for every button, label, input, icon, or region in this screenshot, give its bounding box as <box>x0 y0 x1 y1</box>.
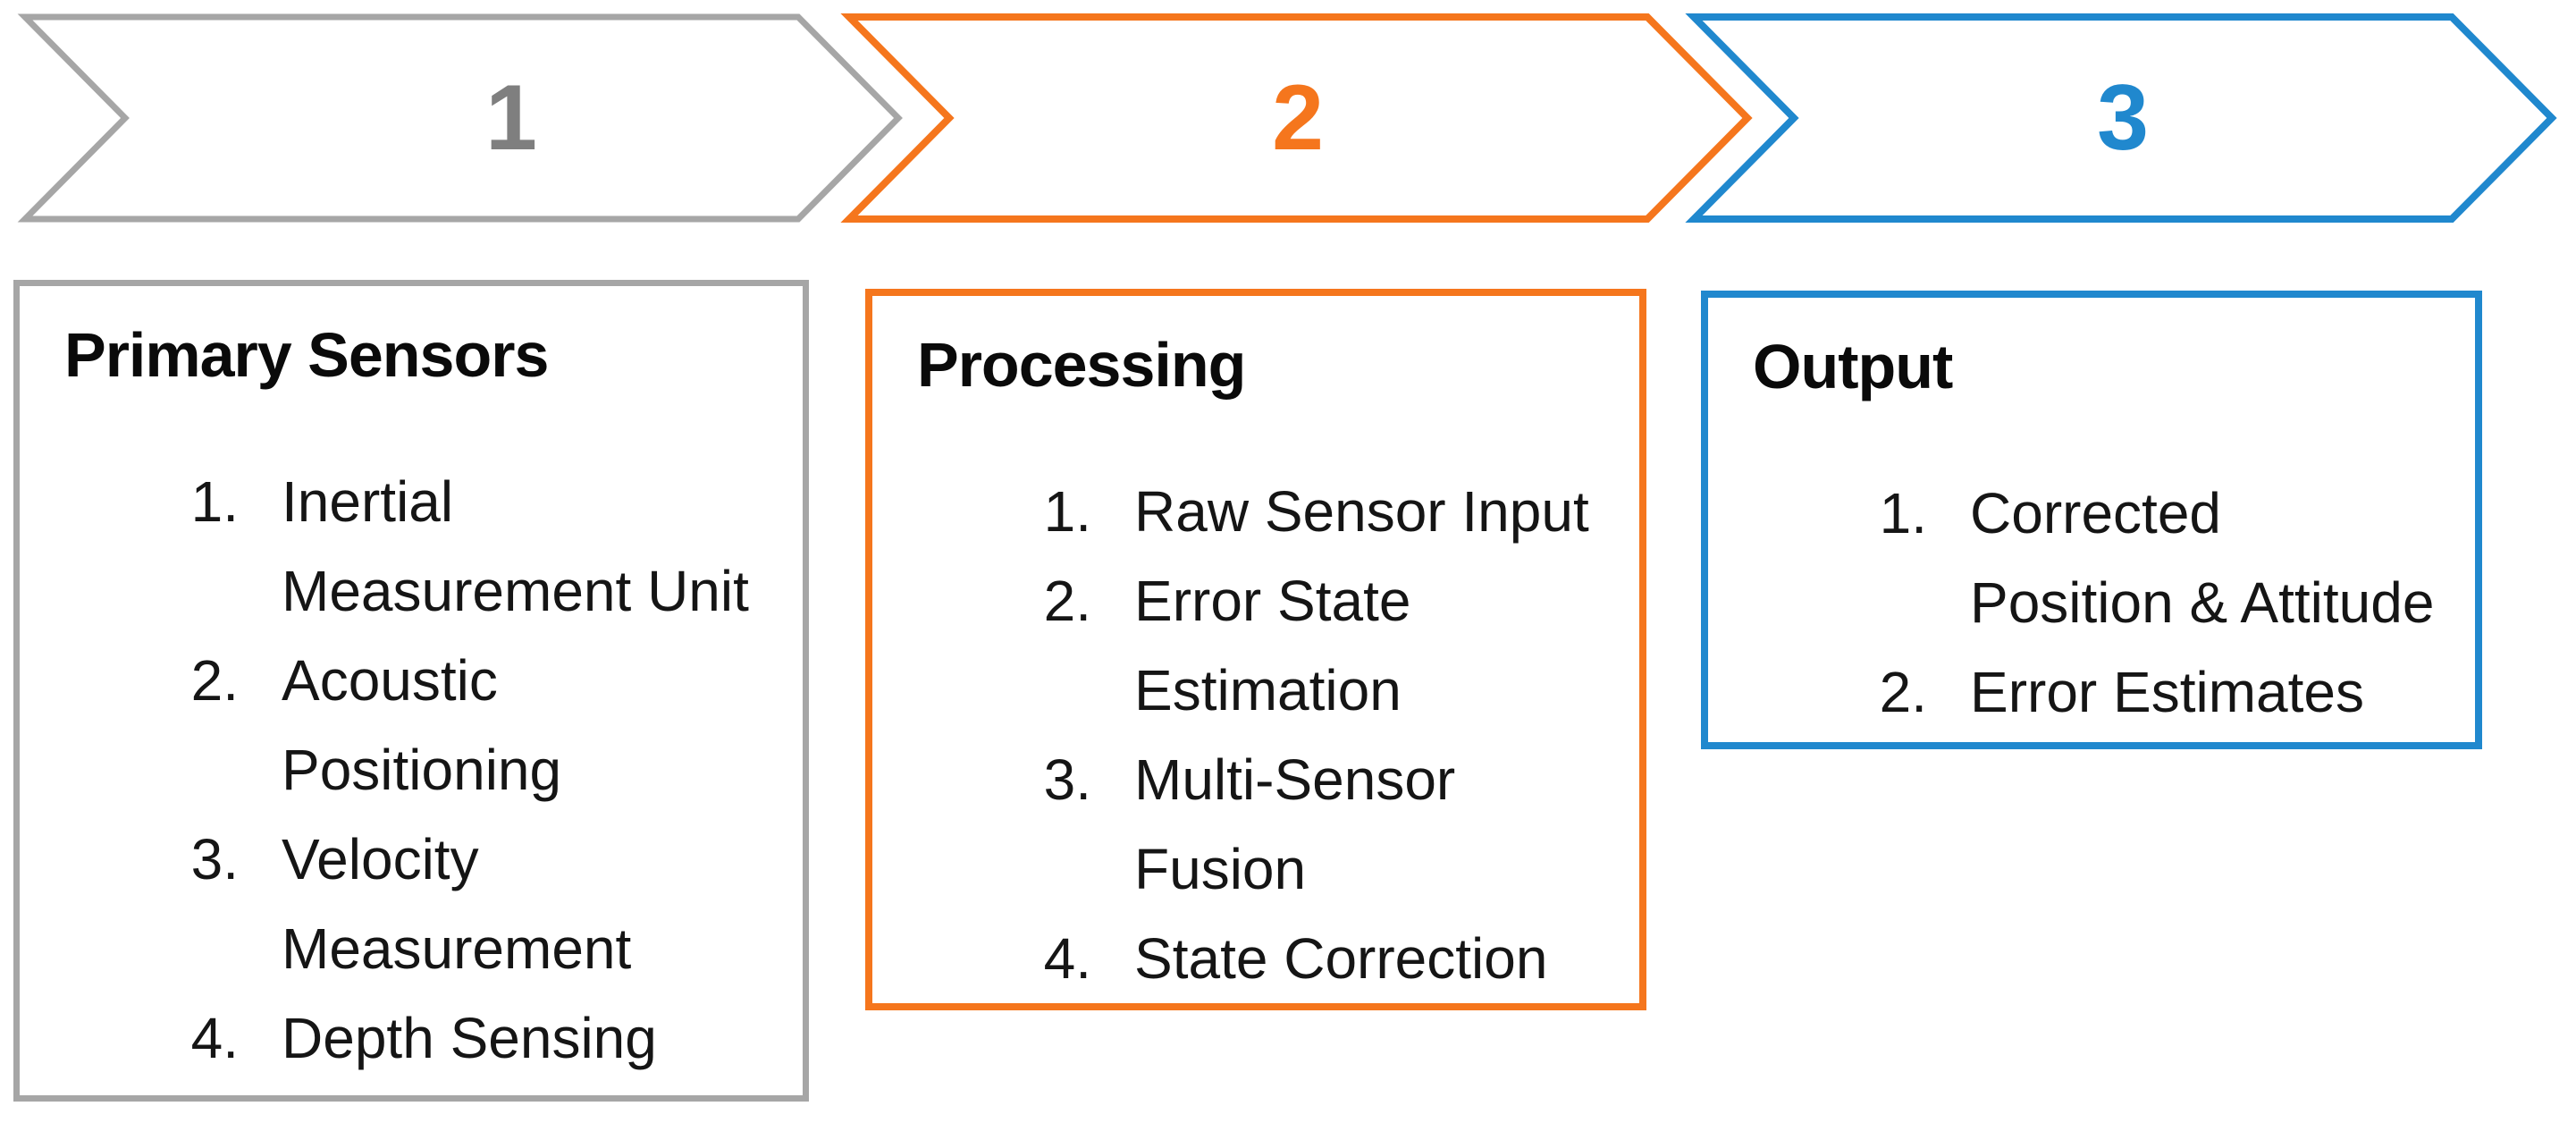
chevron-step-1: 1 <box>17 13 903 223</box>
list-item-number: 1. <box>1879 481 1927 545</box>
list-item: 2. Acoustic <box>64 636 776 725</box>
chevron-step-3: 3 <box>1685 13 2557 223</box>
step-number-3: 3 <box>2097 66 2149 170</box>
box-title-processing: Processing <box>917 330 1246 400</box>
list-item-line: Error Estimates <box>1970 660 2364 724</box>
list-item-line: Measurement <box>282 916 632 981</box>
list-item-number: 2. <box>1043 569 1091 633</box>
chevron-shape-3 <box>1685 13 2557 223</box>
list-item-number: 1. <box>1043 479 1091 544</box>
step-number-1: 1 <box>485 66 537 170</box>
list-item: 2. Error State <box>917 556 1612 646</box>
list-item-line: Fusion <box>1134 837 1307 901</box>
list-item-continuation: Positioning <box>64 725 776 815</box>
chevron-step-2: 2 <box>840 13 1753 223</box>
list-item: 4. Depth Sensing <box>64 993 776 1083</box>
list-item-line: Corrected <box>1970 481 2221 545</box>
list-item-number-spacer <box>1838 558 1927 647</box>
list-item: 2. Error Estimates <box>1753 647 2448 737</box>
list-item-line: Positioning <box>282 738 562 802</box>
list-item: 4. State Correction <box>917 914 1612 1003</box>
list-item-number: 4. <box>190 1006 239 1070</box>
list-item-number: 3. <box>190 827 239 891</box>
list-item: 3. Multi-Sensor <box>917 735 1612 824</box>
list-item-line: Depth Sensing <box>282 1006 657 1070</box>
list-item: 3. Velocity <box>64 815 776 904</box>
chevron-shape-2 <box>840 13 1753 223</box>
list-item-continuation: Position & Attitude <box>1753 558 2448 647</box>
processing-box: Processing 1. Raw Sensor Input 2. Error … <box>865 289 1646 1010</box>
processing-list: 1. Raw Sensor Input 2. Error State Estim… <box>917 467 1612 1003</box>
list-item-number: 4. <box>1043 926 1091 991</box>
list-item-number: 3. <box>1043 747 1091 812</box>
list-item-continuation: Measurement Unit <box>64 546 776 636</box>
list-item-number: 2. <box>190 648 239 713</box>
list-item-line: Inertial <box>282 469 454 534</box>
list-item: 1. Corrected <box>1753 469 2448 558</box>
list-item-line: Estimation <box>1134 658 1402 722</box>
step-number-2: 2 <box>1272 66 1324 170</box>
output-box: Output 1. Corrected Position & Attitude … <box>1701 291 2482 749</box>
list-item-number: 2. <box>1879 660 1927 724</box>
list-item-line: Raw Sensor Input <box>1134 479 1589 544</box>
list-item-continuation: Measurement <box>64 904 776 993</box>
list-item: 1. Raw Sensor Input <box>917 467 1612 556</box>
list-item-number-spacer <box>149 546 239 636</box>
step-chevron-arrows: 1 2 3 <box>17 13 2557 223</box>
list-item-line: Acoustic <box>282 648 498 713</box>
box-title-primary-sensors: Primary Sensors <box>64 320 549 390</box>
list-item-line: Measurement Unit <box>282 559 749 623</box>
list-item-continuation: Estimation <box>917 646 1612 735</box>
list-item-line: Error State <box>1134 569 1411 633</box>
list-item-number-spacer <box>149 725 239 815</box>
chevron-shape-1 <box>17 13 903 223</box>
list-item-number-spacer <box>149 904 239 993</box>
list-item: 1. Inertial <box>64 457 776 546</box>
list-item-line: Multi-Sensor <box>1134 747 1456 812</box>
list-item-number: 1. <box>190 469 239 534</box>
list-item-number-spacer <box>1002 824 1091 914</box>
primary-sensors-list: 1. Inertial Measurement Unit 2. Acoustic… <box>64 457 776 1083</box>
list-item-continuation: Fusion <box>917 824 1612 914</box>
list-item-number-spacer <box>1002 646 1091 735</box>
output-list: 1. Corrected Position & Attitude 2. Erro… <box>1753 469 2448 737</box>
box-title-output: Output <box>1753 332 1953 401</box>
list-item-line: Position & Attitude <box>1970 570 2435 635</box>
list-item-line: Velocity <box>282 827 479 891</box>
list-item-line: State Correction <box>1134 926 1548 991</box>
primary-sensors-box: Primary Sensors 1. Inertial Measurement … <box>13 280 809 1102</box>
